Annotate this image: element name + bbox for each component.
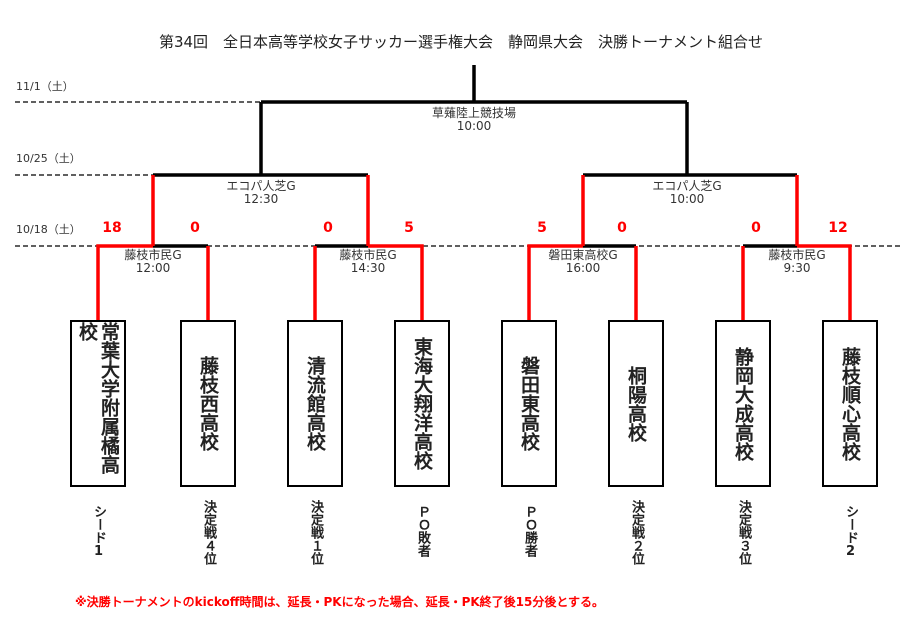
score: 5	[537, 220, 547, 236]
seed-label: 決定戦４位	[201, 500, 216, 565]
black-lines	[153, 65, 797, 248]
score: 0	[617, 220, 627, 236]
team-box: 藤枝順心高校	[822, 320, 878, 487]
team-box: 静岡大成高校	[715, 320, 771, 487]
team-box: 磐田東高校	[501, 320, 557, 487]
team-box: 東海大翔洋高校	[394, 320, 450, 487]
seed-label: シード1	[91, 505, 106, 559]
seed-label: 決定戦２位	[629, 500, 644, 565]
date-semis: 10/25（土）	[16, 152, 81, 165]
team-box: 桐陽高校	[608, 320, 664, 487]
score: 0	[751, 220, 761, 236]
red-lines	[96, 175, 852, 320]
seed-label: ＰＯ勝者	[522, 505, 537, 557]
date-first-round: 10/18（土）	[16, 223, 81, 236]
score: 0	[323, 220, 333, 236]
team-box: 藤枝西高校	[180, 320, 236, 487]
score: 12	[828, 220, 848, 236]
seed-label: シード2	[843, 505, 858, 559]
score: 18	[102, 220, 122, 236]
seed-label: 決定戦１位	[308, 500, 323, 565]
page-title: 第34回 全日本高等学校女子サッカー選手権大会 静岡県大会 決勝トーナメント組合…	[158, 33, 764, 51]
score: 5	[404, 220, 414, 236]
date-final: 11/1（土）	[16, 80, 74, 93]
seed-label: ＰＯ敗者	[415, 505, 430, 557]
seed-label: 決定戦３位	[736, 500, 751, 565]
team-box: 常葉大学附属橘高校	[70, 320, 126, 487]
kickoff-note: ※決勝トーナメントのkickoff時間は、延長・PKになった場合、延長・PK終了…	[75, 595, 605, 609]
score: 0	[190, 220, 200, 236]
team-box: 清流館高校	[287, 320, 343, 487]
